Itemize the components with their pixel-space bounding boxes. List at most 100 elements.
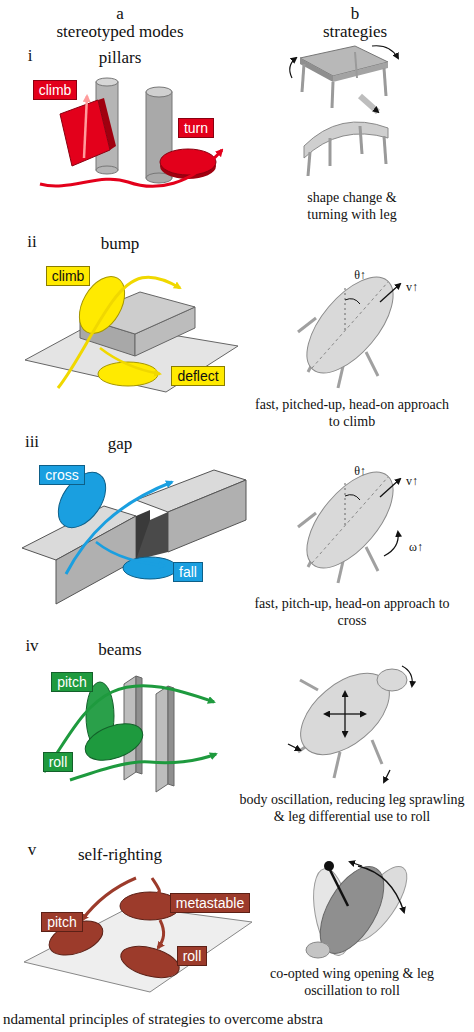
tag-text: pitch [47, 914, 77, 930]
illustration-part [117, 941, 182, 984]
panel-label: a [116, 4, 124, 24]
mode-tag: turn [178, 118, 214, 138]
illustration-part [360, 126, 362, 154]
illustration-part [288, 744, 300, 750]
illustration-part [96, 166, 118, 174]
illustration-part [384, 532, 398, 556]
illustration-part [384, 68, 386, 96]
panel-label: v [28, 840, 37, 860]
illustration-part [152, 878, 159, 898]
illustration-part [325, 713, 345, 714]
mode-tag: pitch [51, 672, 93, 692]
strategy-note: fast, pitch-up, head-on approach to cros… [252, 596, 452, 630]
illustration-part [345, 495, 360, 500]
illustration-part [366, 547, 378, 571]
illustration-part [384, 770, 390, 782]
illustration-part [334, 752, 340, 778]
illustration-part [156, 686, 168, 792]
strategy-note: body oscillation, reducing leg sprawling… [235, 792, 469, 826]
mode-tag: climb [33, 80, 78, 100]
illustration-part [291, 458, 408, 583]
illustration-part [358, 866, 404, 912]
illustration-part [329, 138, 332, 166]
tag-text: cross [45, 467, 78, 483]
illustration-part [136, 676, 142, 774]
illustration-part [312, 477, 388, 563]
illustration-part [84, 96, 87, 158]
oscillation-sketch [286, 658, 412, 782]
mode-tag: deflect [171, 366, 224, 386]
illustration-part [332, 82, 333, 108]
mode-tag: fall [173, 562, 203, 582]
strategy-note: shape change & turning with leg [287, 190, 417, 224]
illustration-part [330, 870, 348, 906]
tag-text: metastable [176, 895, 244, 911]
illustration-part [304, 122, 388, 158]
mode-tag: pitch [41, 912, 83, 932]
panel-label: strategies [323, 22, 387, 42]
panel-label: gap [108, 434, 133, 454]
strategy-note: fast, pitched-up, head-on approach to cl… [252, 397, 452, 431]
panel-label: θ↑ [354, 268, 366, 282]
panel-label: b [351, 4, 360, 24]
strategy-note: co-opted wing opening & leg oscillation … [267, 966, 437, 1000]
illustration-part [345, 482, 346, 525]
tag-text: climb [39, 82, 72, 98]
illustration-part [100, 348, 160, 374]
tag-text: fall [179, 564, 197, 580]
illustration-part [58, 277, 180, 388]
illustration-part [345, 713, 365, 714]
illustration-part [306, 942, 330, 958]
illustration-part [168, 480, 246, 552]
panel-label: ii [27, 232, 36, 252]
tag-text: pitch [57, 674, 87, 690]
illustration-part [355, 52, 357, 78]
tag-text: deflect [177, 368, 218, 384]
illustration-part [40, 150, 222, 186]
illustration-part [302, 64, 304, 92]
panel-label: iii [25, 432, 39, 452]
illustration-part [82, 878, 136, 920]
tag-text: roll [183, 948, 202, 964]
gap-scene [22, 464, 246, 604]
illustration-part [372, 46, 398, 58]
illustration-part [96, 542, 164, 566]
illustration-part [324, 861, 334, 871]
illustration-part [380, 479, 400, 497]
bump-scene [25, 269, 238, 392]
illustration-part [308, 152, 310, 176]
panel-label: θ↑ [354, 464, 366, 478]
panel-label: ω↑ [409, 540, 423, 554]
illustration-part [291, 263, 408, 388]
illustration-part [312, 282, 388, 368]
illustration-part [290, 58, 296, 78]
illustration-part [377, 669, 407, 691]
figure-caption: ndamental principles of strategies to ov… [3, 1010, 323, 1028]
mode-tag: roll [177, 946, 208, 966]
shape-change-sketch [290, 46, 398, 176]
climb-approach-sketch [291, 263, 408, 388]
tag-text: turn [184, 120, 208, 136]
panel-label: beams [98, 640, 141, 660]
panel-label: stereotyped modes [57, 22, 184, 42]
illustration-part [300, 680, 318, 690]
panel-label: iv [25, 636, 38, 656]
illustration-part [345, 285, 346, 330]
tag-text: climb [52, 268, 85, 284]
illustration-part [136, 512, 168, 560]
illustration-part [345, 299, 360, 304]
illustration-part [168, 686, 174, 786]
panel-label: bump [101, 234, 140, 254]
mode-tag: roll [43, 752, 74, 772]
illustration-part [66, 482, 172, 574]
illustration-part [344, 714, 345, 736]
illustration-part [344, 692, 345, 714]
illustration-part [333, 62, 388, 82]
illustration-part [350, 862, 362, 866]
illustration-part [45, 914, 108, 961]
illustration-part [366, 352, 378, 376]
panel-label: v↑ [406, 280, 418, 294]
illustration-part [300, 46, 388, 76]
